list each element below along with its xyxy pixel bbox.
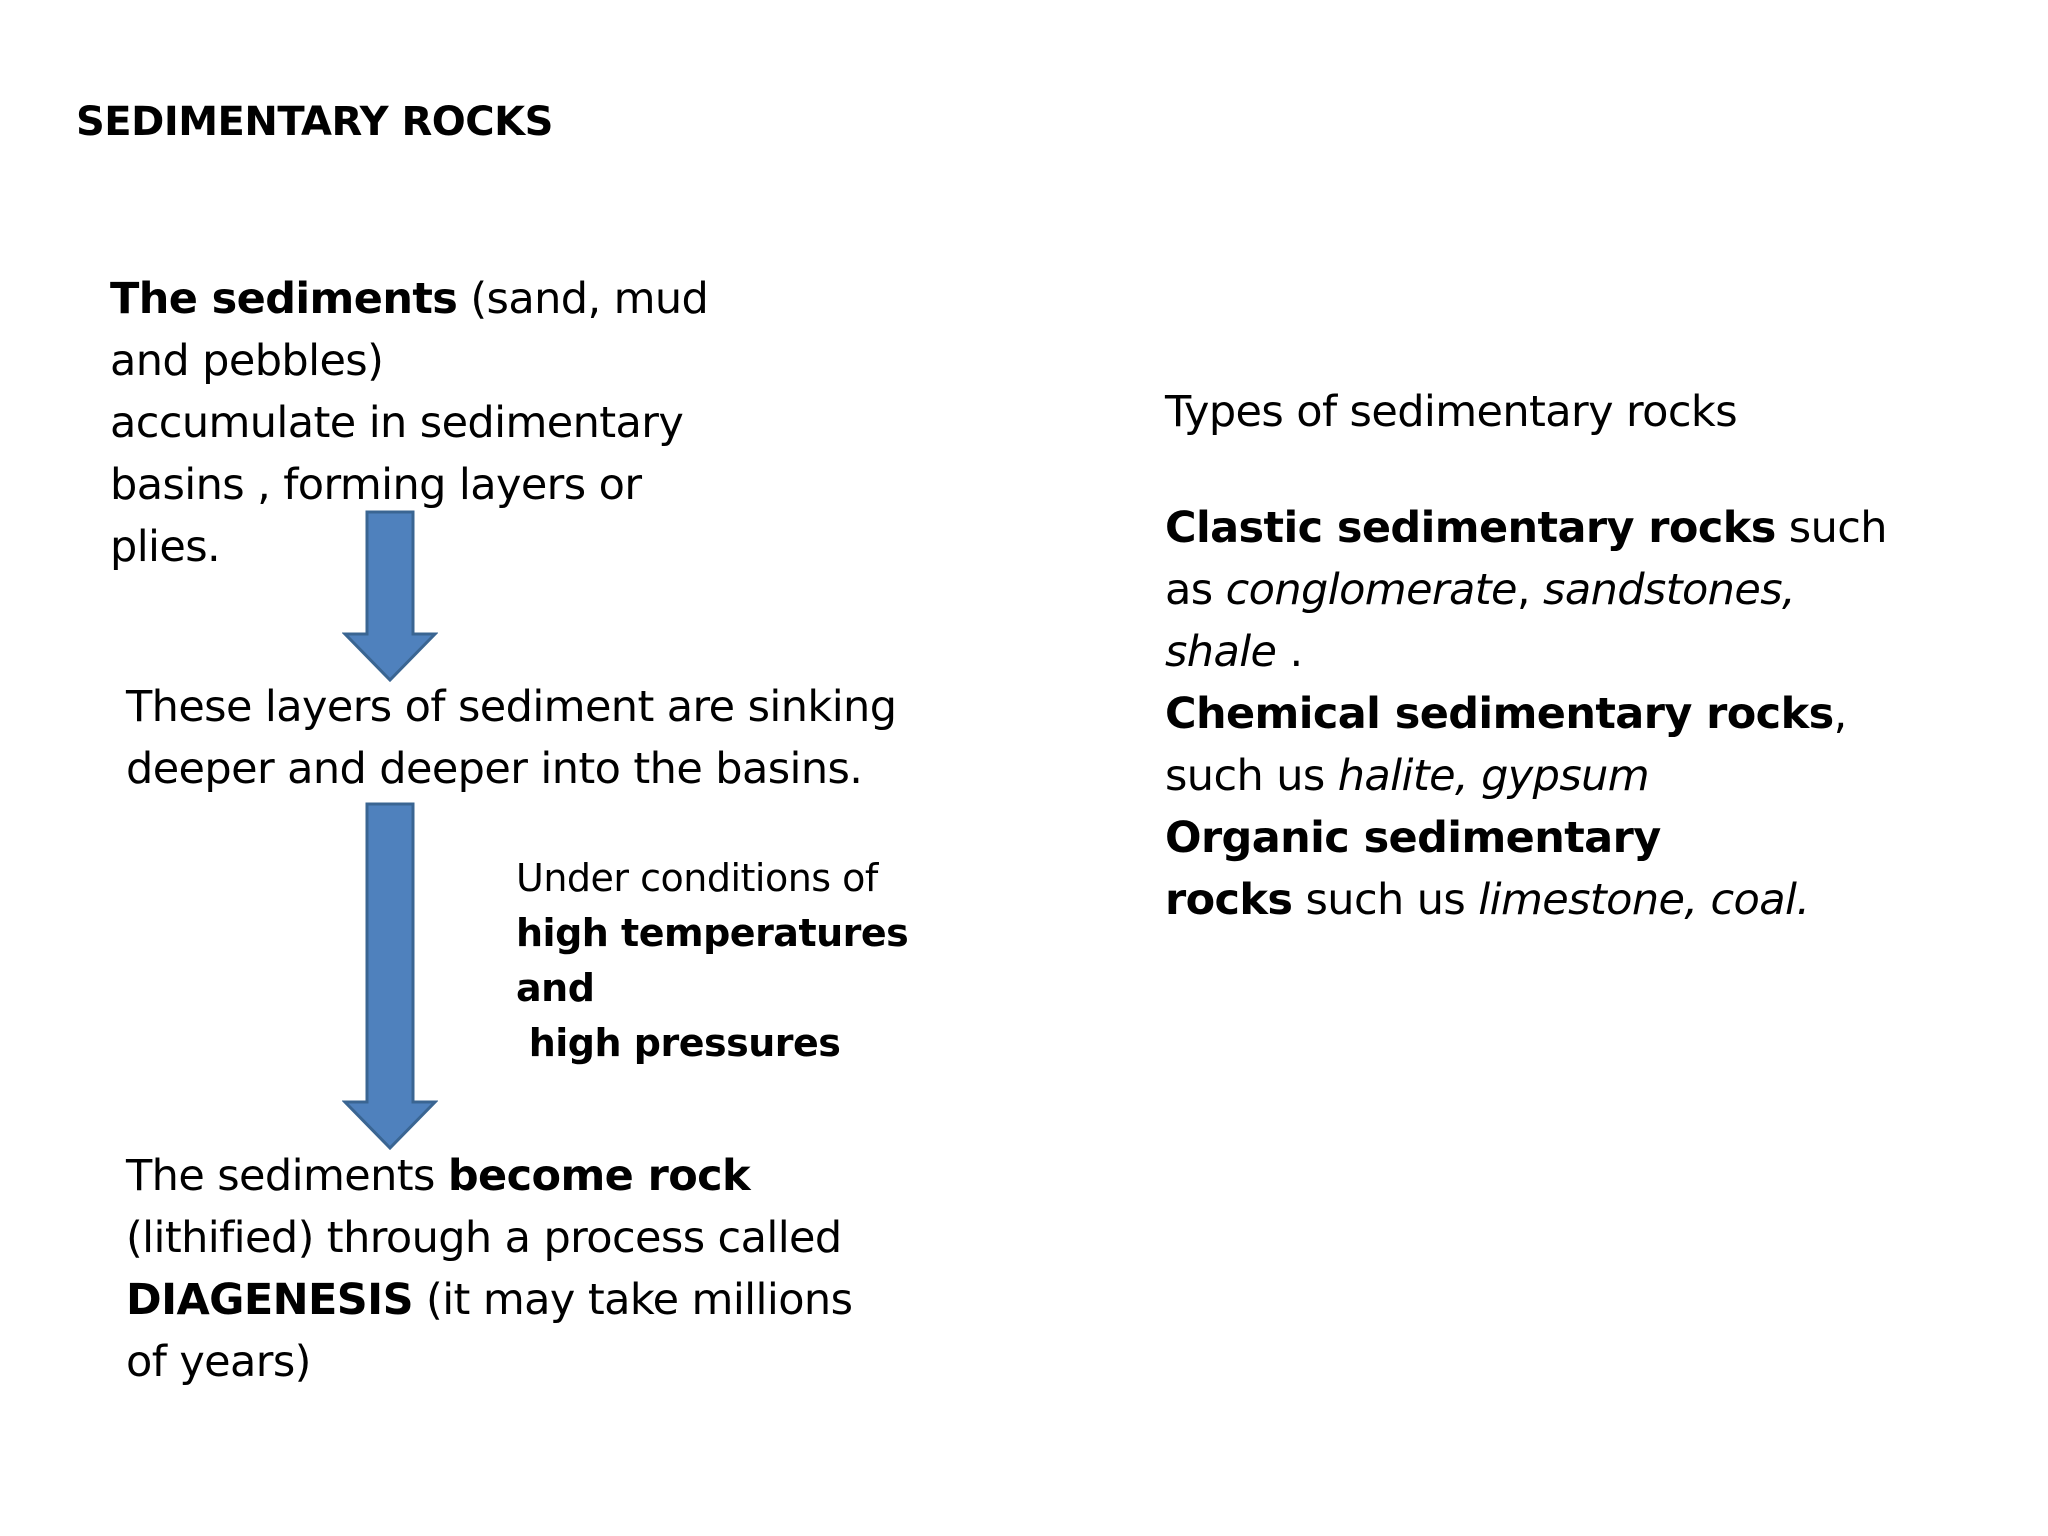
clastic-rest: such: [1775, 503, 1888, 553]
step1-line5: plies.: [110, 522, 221, 572]
clastic-ex2: sandstones,: [1543, 565, 1796, 615]
organic-line1: Organic sedimentary: [1165, 813, 1661, 863]
clastic-ex3: shale: [1165, 627, 1277, 677]
conditions-line4: high pressures: [516, 1021, 841, 1065]
step1-line2: and pebbles): [110, 336, 384, 386]
arrow-down-icon: [342, 802, 438, 1150]
clastic-as: as: [1165, 565, 1226, 615]
chemical-examples: halite, gypsum: [1337, 751, 1650, 801]
clastic-line2: as conglomerate, sandstones,: [1165, 559, 1887, 621]
step3-line3-a: DIAGENESIS: [126, 1275, 414, 1325]
layers-sinking-text: These layers of sediment are sinking dee…: [126, 676, 897, 800]
step1-line1: The sediments (sand, mud: [110, 268, 709, 330]
step3-line4: of years): [126, 1337, 311, 1387]
step3-line1-a: The sediments: [126, 1151, 448, 1201]
step1-bold: The sediments: [110, 274, 458, 324]
chemical-line2: such us halite, gypsum: [1165, 745, 1887, 807]
arrow-down-icon: [342, 510, 438, 682]
conditions-line2: high temperatures: [516, 911, 909, 955]
clastic-line1: Clastic sedimentary rocks such: [1165, 497, 1888, 559]
types-list: Clastic sedimentary rocks such as conglo…: [1165, 497, 1888, 931]
arrow-2-svg: [342, 802, 438, 1150]
step3-line3-b: (it may take millions: [412, 1275, 853, 1325]
step2-line2: deeper and deeper into the basins.: [126, 744, 863, 794]
step1-line4: basins , forming layers or: [110, 460, 642, 510]
types-heading: Types of sedimentary rocks: [1165, 387, 1738, 437]
conditions-line1: Under conditions of: [516, 856, 878, 900]
sediments-accumulate-text: The sediments (sand, mud and pebbles) ac…: [110, 268, 709, 578]
step3-line3: DIAGENESIS (it may take millions: [126, 1269, 853, 1331]
organic-bold2: rocks: [1165, 875, 1293, 925]
organic-line2: rocks such us limestone, coal.: [1165, 869, 1887, 931]
step3-line2: (lithified) through a process called: [126, 1213, 842, 1263]
step3-line1-b: become rock: [447, 1151, 751, 1201]
step1-line3: accumulate in sedimentary: [110, 398, 684, 448]
clastic-end: .: [1276, 627, 1303, 677]
organic-such: such us: [1292, 875, 1479, 925]
clastic-comma: ,: [1516, 565, 1544, 615]
clastic-line3: shale .: [1165, 621, 1887, 683]
clastic-ex1: conglomerate: [1225, 565, 1518, 615]
arrow-2-shape: [342, 802, 438, 1150]
conditions-line3: and: [516, 966, 595, 1010]
arrow-1-svg: [342, 510, 438, 682]
page-title: SEDIMENTARY ROCKS: [76, 99, 553, 145]
step3-line1: The sediments become rock: [126, 1145, 852, 1207]
chemical-bold: Chemical sedimentary rocks: [1165, 689, 1834, 739]
clastic-bold: Clastic sedimentary rocks: [1165, 503, 1776, 553]
chemical-such: such us: [1165, 751, 1338, 801]
chemical-line1: Chemical sedimentary rocks,: [1165, 683, 1887, 745]
step1-line1-rest: (sand, mud: [457, 274, 709, 324]
diagenesis-text: The sediments become rock (lithified) th…: [126, 1145, 853, 1393]
organic-examples: limestone, coal.: [1478, 875, 1810, 925]
arrow-1-shape: [342, 510, 438, 682]
step2-line1: These layers of sediment are sinking: [126, 682, 897, 732]
conditions-note: Under conditions of high temperatures an…: [516, 851, 909, 1071]
chemical-comma: ,: [1833, 689, 1848, 739]
